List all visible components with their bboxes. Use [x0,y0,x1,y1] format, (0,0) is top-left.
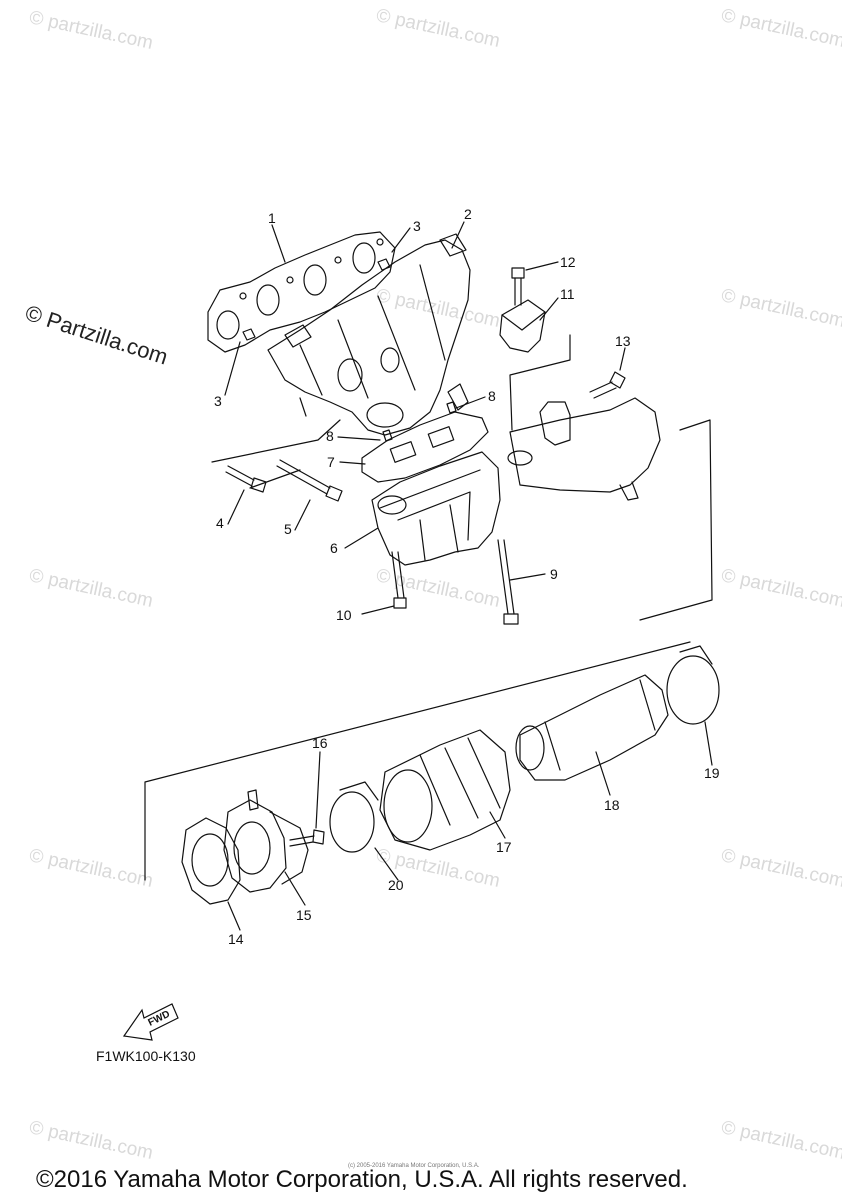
bolt-16-part[interactable] [290,830,324,846]
bolt-12-part[interactable] [512,268,524,305]
callout-6: 6 [330,540,338,556]
callout-8b: 8 [326,428,334,444]
micro-copyright: (c) 2005-2016 Yamaha Motor Corporation, … [348,1163,480,1169]
callout-5: 5 [284,521,292,537]
callout-3b: 3 [214,393,222,409]
gasket-part[interactable] [362,412,488,482]
callout-10: 10 [336,607,352,623]
callout-18: 18 [604,797,620,813]
exhaust-manifold-part[interactable] [268,234,470,435]
callout-12: 12 [560,254,576,270]
hose-clamp-20-part[interactable] [330,782,378,852]
callout-4: 4 [216,515,224,531]
bolt-9-part[interactable] [498,540,518,624]
diagram-code: F1WK100-K130 [96,1048,196,1064]
exhaust-pipe-part[interactable] [516,675,668,780]
copyright-notice: ©2016 Yamaha Motor Corporation, U.S.A. A… [36,1166,688,1193]
bolt-10-part[interactable] [392,552,406,608]
hose-clamp-19-part[interactable] [667,646,719,724]
water-pipe-part[interactable] [508,398,660,500]
callout-2: 2 [464,206,472,222]
callout-11: 11 [560,286,575,302]
callout-13: 13 [615,333,631,349]
callouts: 1 2 3 3 4 5 6 7 8 8 9 10 11 12 13 14 15 … [214,206,720,947]
fwd-label: FWD [146,1009,171,1029]
callout-15: 15 [296,907,312,923]
callout-3: 3 [413,218,421,234]
bolt-13-part[interactable] [590,372,625,398]
exhaust-hose-part[interactable] [380,730,510,850]
cap-part[interactable] [500,300,545,352]
callout-1: 1 [268,210,276,226]
callout-20: 20 [388,877,404,893]
manifold-gasket-part[interactable] [208,232,395,352]
exhaust-chamber-part[interactable] [372,452,500,565]
callout-7: 7 [327,454,335,470]
callout-17: 17 [496,839,512,855]
callout-8: 8 [488,388,496,404]
bolt-4-part[interactable] [226,466,266,492]
callout-16: 16 [312,735,328,751]
exhaust-flange-part[interactable] [224,790,308,892]
fwd-arrow-icon: FWD [124,1004,178,1040]
flange-gasket-part[interactable] [182,818,240,904]
callout-14: 14 [228,931,244,947]
callout-9: 9 [550,566,558,582]
pin-part[interactable] [383,402,456,441]
dowel-pin-part[interactable] [243,259,390,340]
callout-19: 19 [704,765,720,781]
bolt-5-part[interactable] [277,460,342,501]
